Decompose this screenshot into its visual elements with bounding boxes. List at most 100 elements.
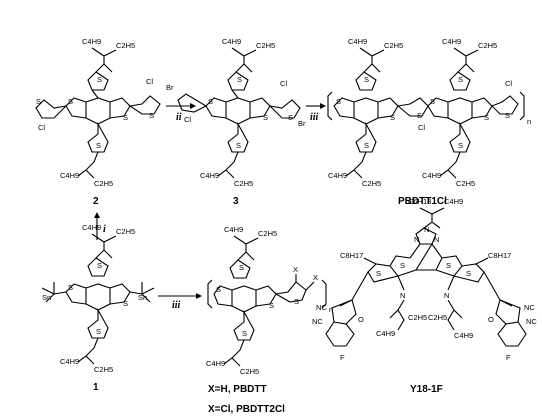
chain-label: C4H9 [454, 331, 473, 340]
chain-label: C2H5 [240, 367, 259, 376]
atom-sn: Sn [42, 293, 51, 302]
compound-3-structure: C4H9 C2H5 S S S Br Cl S Br Cl S C4H9 C2H… [166, 37, 306, 188]
atom-s: S [364, 141, 369, 150]
caption-pbdtt: X=H, PBDTT [208, 384, 267, 395]
chain-label: C2H5 [428, 313, 447, 322]
chain-label: C4H9 [206, 359, 225, 368]
atom-s: S [36, 97, 41, 106]
chain-label: C2H5 [456, 179, 475, 188]
chain-label: C4H9 [60, 357, 79, 366]
step-label-i: i [103, 224, 106, 235]
compound-label-1: 1 [93, 382, 99, 393]
arrowhead [196, 293, 202, 299]
atom-cl: Cl [505, 79, 512, 88]
atom-s: S [430, 97, 435, 106]
atom-n: N [424, 225, 429, 234]
atom-s: S [458, 141, 463, 150]
atom-s: S [417, 111, 422, 120]
compound-label-pbdtt1cl: PBDTT1Cl [398, 196, 447, 207]
atom-x: X [293, 265, 298, 274]
atom-cl: Cl [146, 77, 153, 86]
atom-nc: NC [312, 317, 323, 326]
arrowhead [190, 103, 196, 109]
atom-n: n [527, 117, 531, 126]
atom-s: S [336, 97, 341, 106]
atom-s: S [458, 75, 463, 84]
compound-1-structure: C4H9 C2H5 S S S Sn Sn S C4H9 C2H5 [41, 223, 155, 374]
chain-label: C2H5 [94, 179, 113, 188]
atom-s: S [68, 97, 73, 106]
caption-pbdtt2cl: X=Cl, PBDTT2Cl [208, 404, 285, 415]
atom-n: N [444, 291, 449, 300]
atom-s: S [242, 329, 247, 338]
chain-label: C2H5 [258, 229, 277, 238]
compound-label-2: 2 [93, 196, 99, 207]
polymer-pbdtt1cl-structure: n C4H9 C2H5 S S S S C4H9 C2H5 S Cl C4H9 … [327, 37, 531, 188]
atom-s: S [123, 113, 128, 122]
atom-s: S [236, 141, 241, 150]
atom-s: S [400, 261, 405, 270]
acceptor-y18-1f-structure: C6H13 C4H9 N N N S S S S C8H17 C8H17 N N… [312, 197, 537, 362]
compound-2-structure: C4H9 C2H5 S S S S Cl S Cl S C4H9 C2H5 [35, 37, 161, 188]
chain-label: C4H9 [82, 37, 101, 46]
chain-label: C2H5 [234, 179, 253, 188]
atom-s: S [96, 141, 101, 150]
atom-x: X [313, 273, 318, 282]
chain-label: C4H9 [328, 171, 347, 180]
atom-cl: Cl [184, 115, 191, 124]
atom-s: S [96, 327, 101, 336]
chain-label: C8H17 [340, 251, 363, 260]
atom-n: N [434, 235, 439, 244]
atom-s: S [390, 113, 395, 122]
chain-label: C2H5 [116, 227, 135, 236]
atom-s: S [208, 97, 213, 106]
chain-label: C8H17 [488, 251, 511, 260]
chain-label: C4H9 [422, 171, 441, 180]
atom-nc: NC [316, 303, 327, 312]
atom-n: N [414, 235, 419, 244]
step-label-ii: ii [176, 112, 182, 123]
atom-s: S [123, 299, 128, 308]
atom-s: S [237, 75, 242, 84]
atom-s: S [376, 269, 381, 278]
atom-o: O [358, 315, 364, 324]
atom-br: Br [166, 83, 174, 92]
chain-label: C4H9 [442, 37, 461, 46]
atom-s: S [149, 111, 154, 120]
atom-sn: Sn [138, 293, 147, 302]
chain-label: C2H5 [94, 365, 113, 374]
atom-o: O [488, 315, 494, 324]
compound-label-3: 3 [233, 196, 239, 207]
atom-s: S [364, 75, 369, 84]
chain-label: C4H9 [222, 37, 241, 46]
atom-n: N [400, 291, 405, 300]
chain-label: C4H9 [224, 225, 243, 234]
atom-s: S [239, 263, 244, 272]
chain-label: C2H5 [384, 41, 403, 50]
chain-label: C4H9 [60, 171, 79, 180]
chain-label: C2H5 [116, 41, 135, 50]
atom-br: Br [298, 119, 306, 128]
atom-s: S [484, 113, 489, 122]
chain-label: C6H13 [408, 197, 431, 206]
arrowhead [94, 212, 100, 218]
compound-label-y18-1f: Y18-1F [410, 384, 443, 395]
step-label-iii: iii [310, 112, 319, 123]
atom-f: F [340, 353, 345, 362]
atom-s: S [97, 261, 102, 270]
atom-s: S [68, 283, 73, 292]
step-label-iii-bottom: iii [172, 300, 181, 311]
atom-s: S [216, 285, 221, 294]
chain-label: C2H5 [256, 41, 275, 50]
atom-s: S [269, 301, 274, 310]
atom-s: S [505, 111, 510, 120]
atom-s: S [466, 269, 471, 278]
chain-label: C4H9 [444, 197, 463, 206]
atom-nc: NC [526, 317, 537, 326]
chain-label: C2H5 [362, 179, 381, 188]
chain-label: C4H9 [376, 329, 395, 338]
polymer-pbdtt-structure: n C4H9 C2H5 S S S S X X S C4H9 C2H5 [206, 225, 333, 376]
atom-f: F [506, 353, 511, 362]
atom-s: S [446, 261, 451, 270]
